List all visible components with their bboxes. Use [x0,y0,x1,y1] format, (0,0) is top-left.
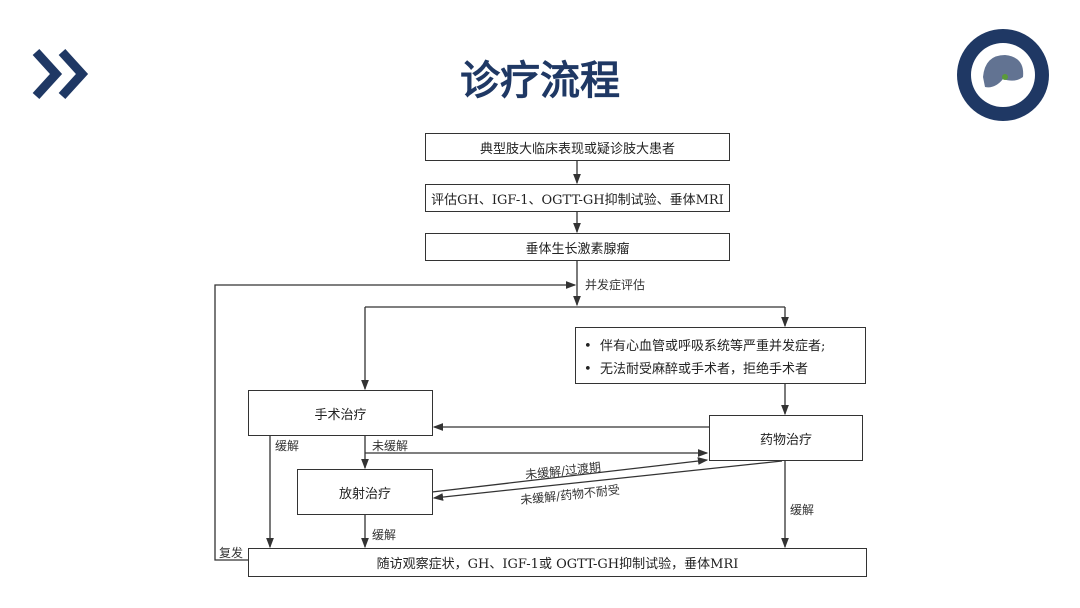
node-drug: 药物治疗 [709,415,863,461]
svg-text:CPASC: CPASC [991,90,1013,97]
contra-item: • 伴有心血管或呼吸系统等严重并发症者; [584,338,826,354]
contra-text: 无法耐受麻醉或手术者，拒绝手术者 [599,361,808,377]
node-followup: 随访观察症状，GH、IGF-1或 OGTT-GH抑制试验，垂体MRI [248,548,867,577]
node-start: 典型肢大临床表现或疑诊肢大患者 [425,133,730,161]
node-contraindications: • 伴有心血管或呼吸系统等严重并发症者; • 无法耐受麻醉或手术者，拒绝手术者 [575,327,866,384]
contra-text: 伴有心血管或呼吸系统等严重并发症者; [599,338,826,354]
logo: CPASC [955,27,1051,127]
chevron-icon [30,46,90,106]
page-title: 诊疗流程 [460,58,620,104]
contra-item: • 无法耐受麻醉或手术者，拒绝手术者 [584,361,808,377]
label-relapse: 复发 [219,546,244,560]
node-radiation: 放射治疗 [297,469,433,515]
label-remission-radiation: 缓解 [372,528,397,542]
node-evaluate: 评估GH、IGF-1、OGTT-GH抑制试验、垂体MRI [425,184,730,212]
label-complication: 并发症评估 [585,278,646,292]
node-diagnosis: 垂体生长激素腺瘤 [425,233,730,261]
label-no-remission: 未缓解 [372,439,409,453]
label-remission-drug: 缓解 [790,503,815,517]
label-remission: 缓解 [275,439,300,453]
node-surgery: 手术治疗 [248,390,433,436]
